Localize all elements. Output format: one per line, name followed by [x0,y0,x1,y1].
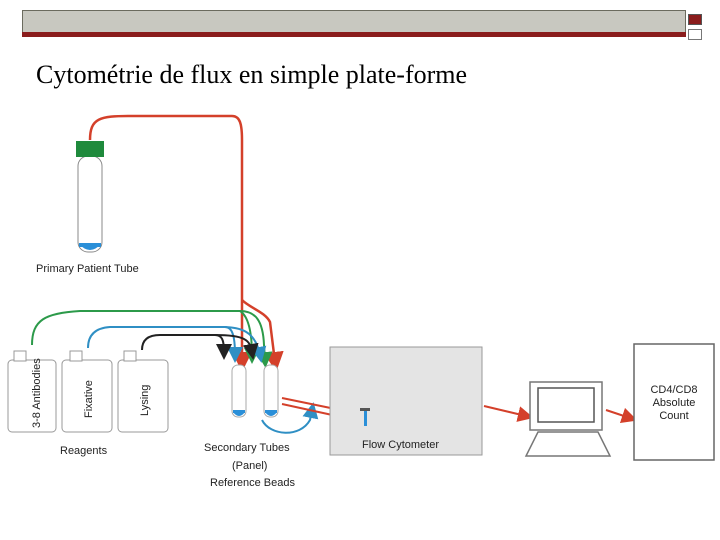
antibodies-bottle: 3-8 Antibodies [7,350,57,433]
result-box [633,343,715,461]
computer-monitor [524,381,612,457]
primary-patient-tube [76,141,104,253]
result-line-1: CD4/CD8 [650,384,697,396]
flow-cytometer-label: Flow Cytometer [362,439,439,451]
secondary-tubes-label: Secondary Tubes [204,442,290,454]
fixative-arrow [87,326,243,363]
result-line-3: Count [659,410,688,422]
corner-square-red [688,14,702,25]
secondary-tube-2 [263,364,279,418]
slide-header-accent [22,32,686,37]
bottle-label-fixative: Fixative [83,380,95,418]
sample-arrow-2 [241,299,284,372]
to-computer-arrow [483,405,534,422]
primary-tube-label: Primary Patient Tube [36,263,139,275]
reagents-label: Reagents [60,445,108,457]
to-result-arrow [605,407,638,424]
tube-link-arrow [261,402,319,434]
bottle-label-antibodies: 3-8 Antibodies [31,358,43,428]
lysing-bottle: Lysing [117,350,169,433]
lysing-arrow [141,334,232,360]
bottle-label-lysing: Lysing [139,385,151,416]
result-line-2: Absolute [653,397,696,409]
corner-square-white [688,29,702,40]
reference-beads-label: Reference Beads [210,477,295,489]
secondary-tube-1 [231,364,247,418]
lysing-arrow-2 [214,334,259,360]
flow-cytometer [329,346,483,456]
slide-title: Cytométrie de flux en simple plate-forme [36,60,468,89]
sample-arrow [88,114,252,372]
antibody-arrow [31,310,273,368]
tube-cap [76,141,104,157]
keyboard-shape [524,431,612,457]
fixative-bottle: Fixative [61,350,113,433]
panel-label: (Panel) [232,460,267,472]
